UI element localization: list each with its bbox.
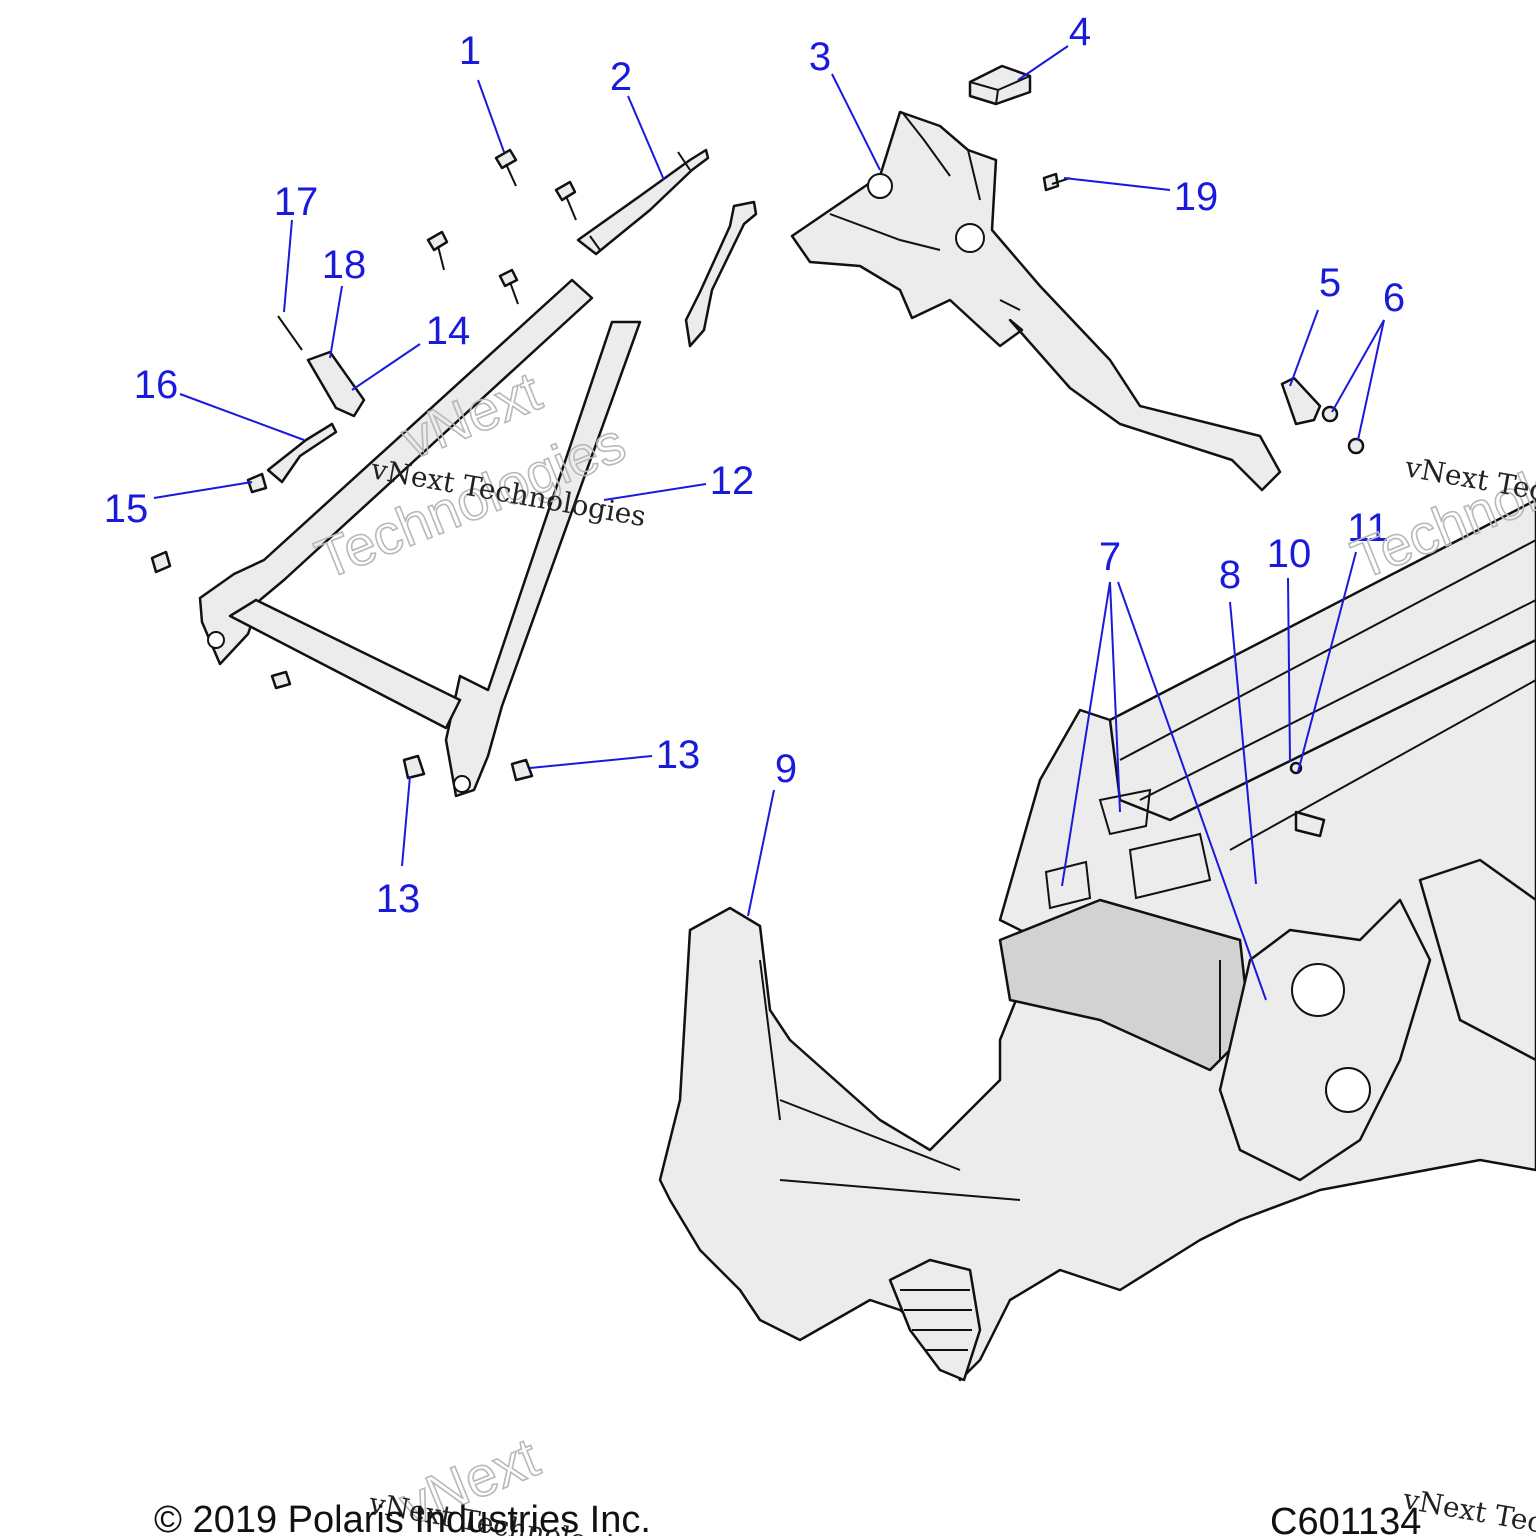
leader-7a (1061, 581, 1111, 887)
bolts-13 (150, 550, 534, 782)
callout-19: 19 (1174, 175, 1219, 219)
drawing-number: C601134 (1270, 1501, 1421, 1536)
leader-15 (153, 481, 253, 499)
leader-6a (1331, 319, 1385, 413)
callout-7: 7 (1099, 535, 1121, 579)
callout-13a: 13 (656, 733, 701, 777)
leader-7c (1117, 581, 1267, 1001)
callout-5: 5 (1319, 261, 1341, 305)
copyright-text: © 2019 Polaris Industries Inc. (154, 1499, 651, 1536)
part-steering-bracket (790, 110, 1282, 492)
leader-16 (179, 393, 305, 441)
callout-8: 8 (1219, 553, 1241, 597)
leader-6b (1357, 319, 1385, 441)
callout-14: 14 (426, 309, 471, 353)
part-strut-upper (576, 148, 710, 256)
callout-2: 2 (610, 55, 632, 99)
part-pad (968, 64, 1032, 106)
leader-12 (603, 483, 707, 501)
leader-7b (1109, 581, 1121, 813)
callout-13b: 13 (376, 877, 421, 921)
callout-1: 1 (459, 29, 481, 73)
leader-2 (627, 95, 665, 181)
callout-4: 4 (1069, 10, 1091, 54)
leader-1 (477, 79, 505, 153)
leader-4 (1017, 45, 1069, 81)
leader-13b (401, 775, 411, 867)
bolt-19 (1042, 172, 1071, 192)
leader-3 (831, 73, 881, 171)
part-clamp-5-6 (1280, 376, 1365, 455)
leader-19 (1063, 177, 1171, 191)
leader-14 (351, 343, 421, 391)
bolts-upper (426, 148, 577, 305)
part-a-frame (198, 278, 642, 798)
leader-10 (1287, 577, 1291, 763)
leader-8 (1229, 601, 1257, 885)
leader-11 (1297, 551, 1357, 773)
callout-6: 6 (1383, 276, 1405, 320)
callout-12: 12 (710, 459, 755, 503)
callout-16: 16 (134, 363, 179, 407)
callout-3: 3 (809, 35, 831, 79)
callout-9: 9 (775, 747, 797, 791)
callout-15: 15 (104, 487, 149, 531)
leader-18 (329, 285, 343, 359)
parts-small-brackets (246, 315, 366, 494)
leader-9 (747, 789, 775, 917)
callout-10: 10 (1267, 532, 1312, 576)
leader-5 (1289, 309, 1319, 387)
main-chassis (658, 498, 1536, 1382)
part-strut-lower (684, 200, 758, 348)
callout-17: 17 (274, 180, 319, 224)
callout-18: 18 (322, 243, 367, 287)
callout-11: 11 (1347, 506, 1389, 550)
leader-17 (283, 219, 293, 313)
leader-13a (529, 755, 653, 769)
